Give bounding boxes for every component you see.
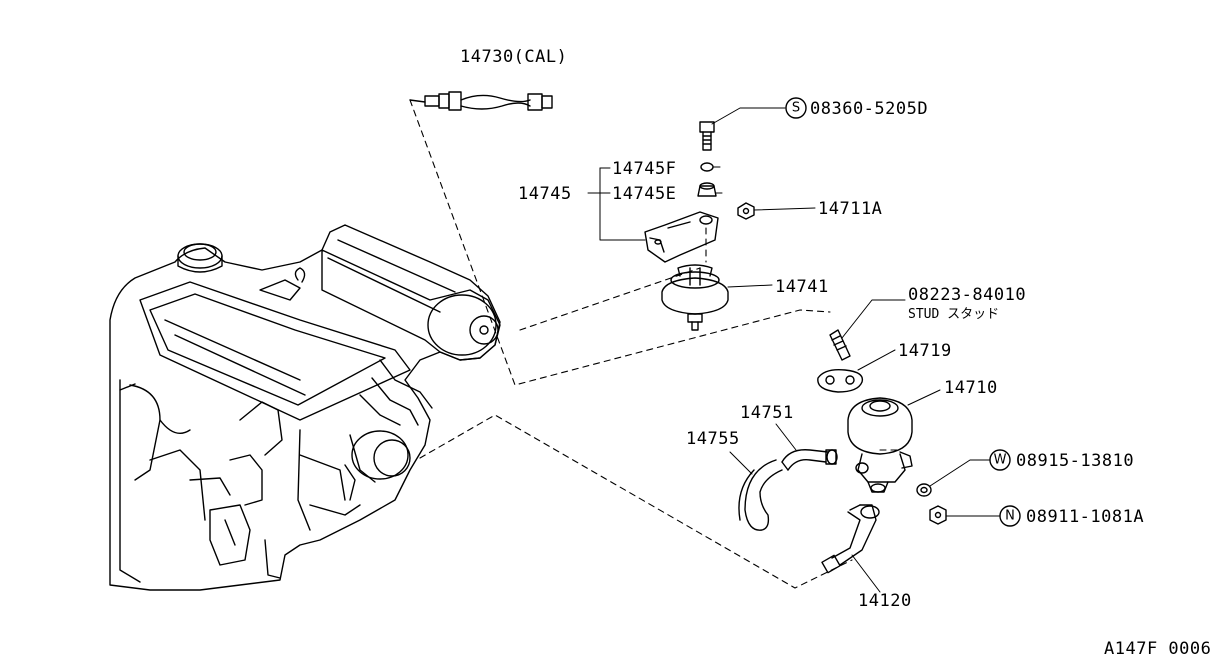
egr-valve-14710	[847, 389, 941, 493]
bracket	[644, 211, 719, 263]
label-14745: 14745	[518, 184, 572, 204]
grommet-14745E	[697, 182, 723, 197]
symbol-w-letter: W	[994, 453, 1007, 468]
bolt-08360	[699, 107, 786, 151]
bracket-leader-14745	[587, 167, 646, 241]
washer-08915	[916, 459, 991, 497]
nut-14711A	[737, 202, 816, 220]
label-14719: 14719	[898, 341, 952, 361]
label-stud: STUD スタッド	[908, 307, 999, 322]
diagram-code: A147F 0006	[1104, 639, 1211, 659]
label-14710: 14710	[944, 378, 998, 398]
nut-08911	[929, 505, 1001, 525]
label-14745F: 14745F	[612, 159, 676, 179]
stud-08223	[829, 299, 906, 361]
label-08915: 08915-13810	[1016, 451, 1134, 471]
label-08223: 08223-84010	[908, 285, 1026, 305]
pipe-14120	[821, 504, 881, 593]
label-14745E: 14745E	[612, 184, 676, 204]
hose-14755	[729, 451, 783, 531]
sensor-14730	[409, 91, 553, 111]
label-14120: 14120	[858, 591, 912, 611]
label-08360: 08360-5205D	[810, 99, 928, 119]
label-14741: 14741	[775, 277, 829, 297]
label-14751: 14751	[740, 403, 794, 423]
symbol-n	[999, 505, 1021, 527]
label-14755: 14755	[686, 429, 740, 449]
label-14730: 14730(CAL)	[460, 47, 567, 67]
tube-14751	[775, 423, 838, 471]
symbol-w	[989, 449, 1011, 471]
label-08911: 08911-1081A	[1026, 507, 1144, 527]
symbol-s	[785, 97, 807, 119]
label-14711A: 14711A	[818, 199, 882, 219]
symbol-s-letter: S	[792, 101, 800, 116]
washer-14745F	[700, 162, 721, 172]
actuator-14741	[661, 264, 773, 331]
gasket-14719	[817, 349, 896, 393]
engine-drawing	[109, 224, 501, 591]
symbol-n-letter: N	[1005, 509, 1015, 524]
